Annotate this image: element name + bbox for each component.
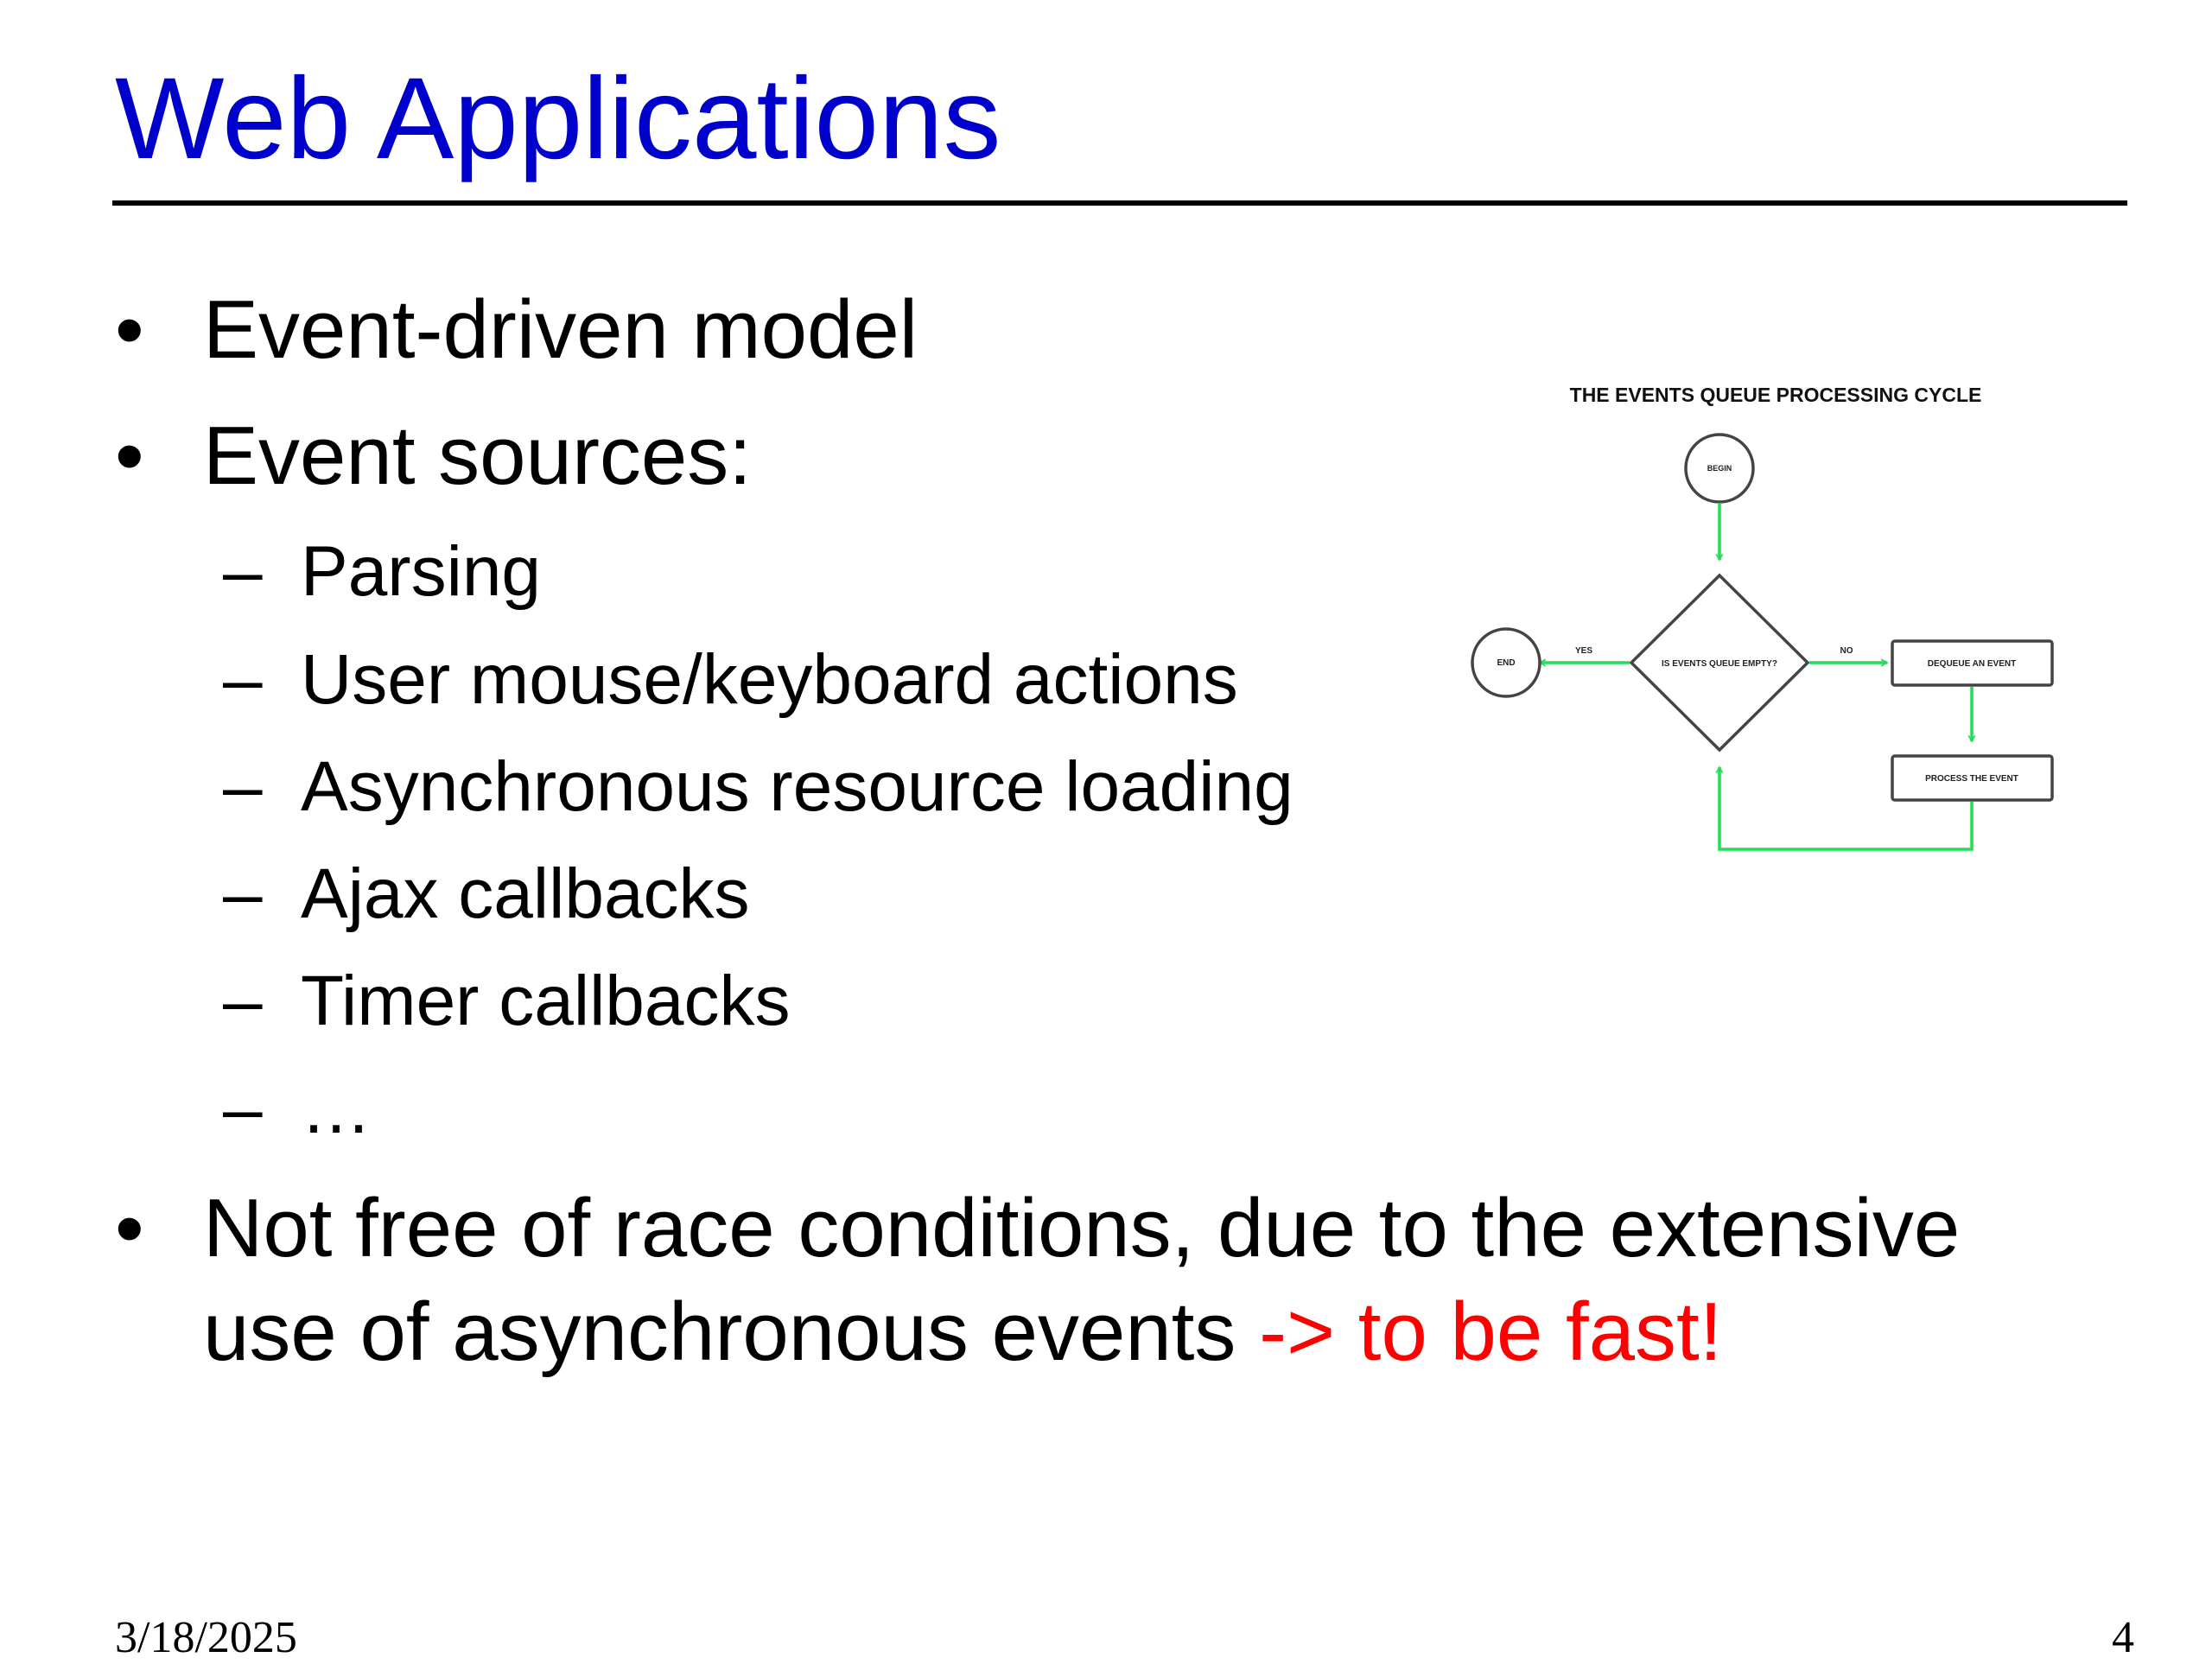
bullet-text: Not free of race conditions, due to the … bbox=[203, 1182, 1961, 1274]
yes-label: YES bbox=[1575, 646, 1592, 656]
bullet-glyph: • bbox=[115, 283, 144, 376]
bullet-continuation: use of asynchronous events -> to be fast… bbox=[203, 1280, 1722, 1384]
sub-bullet-text: User mouse/keyboard actions bbox=[301, 640, 1238, 719]
bullet-text: Event-driven model bbox=[203, 283, 918, 376]
dequeue-node bbox=[1891, 639, 2054, 687]
dash-glyph: – bbox=[223, 962, 263, 1040]
process-node bbox=[1891, 754, 2054, 802]
dequeue-label: DEQUEUE AN EVENT bbox=[1928, 659, 2016, 669]
title-underline bbox=[112, 200, 2127, 206]
diagram-title: THE EVENTS QUEUE PROCESSING CYCLE bbox=[1570, 384, 1982, 406]
bullet-accent-text: -> to be fast! bbox=[1259, 1286, 1723, 1378]
no-label: NO bbox=[1840, 646, 1853, 656]
footer-date: 3/18/2025 bbox=[115, 1613, 297, 1662]
dash-glyph: – bbox=[223, 532, 263, 611]
sub-bullet-text: Timer callbacks bbox=[301, 962, 791, 1040]
page-number: 4 bbox=[2112, 1613, 2134, 1662]
process-label: PROCESS THE EVENT bbox=[1925, 774, 2018, 784]
sub-bullet-text: … bbox=[301, 1070, 372, 1148]
dash-glyph: – bbox=[223, 640, 263, 719]
bullet-text: Event sources: bbox=[203, 410, 752, 502]
dash-glyph: – bbox=[223, 1070, 263, 1148]
bullet-glyph: • bbox=[115, 1182, 144, 1274]
dash-glyph: – bbox=[223, 854, 263, 933]
decision-node bbox=[1629, 573, 1810, 753]
end-label: END bbox=[1497, 658, 1515, 668]
bullet-text: use of asynchronous events bbox=[203, 1286, 1260, 1378]
decision-label: IS EVENTS QUEUE EMPTY? bbox=[1662, 659, 1777, 669]
dash-glyph: – bbox=[223, 747, 263, 826]
event-loop-diagram: THE EVENTS QUEUE PROCESSING CYCLE BEGIN … bbox=[1471, 384, 2054, 851]
sub-bullet-text: Ajax callbacks bbox=[301, 854, 750, 933]
begin-label: BEGIN bbox=[1707, 464, 1732, 473]
end-node bbox=[1471, 627, 1541, 698]
begin-node bbox=[1684, 433, 1755, 504]
sub-bullet-text: Parsing bbox=[301, 532, 542, 611]
bullet-glyph: • bbox=[115, 410, 144, 502]
sub-bullet-text: Asynchronous resource loading bbox=[301, 747, 1294, 826]
arrow-process-to-decision bbox=[1719, 767, 1974, 851]
slide-title: Web Applications bbox=[115, 54, 1001, 183]
